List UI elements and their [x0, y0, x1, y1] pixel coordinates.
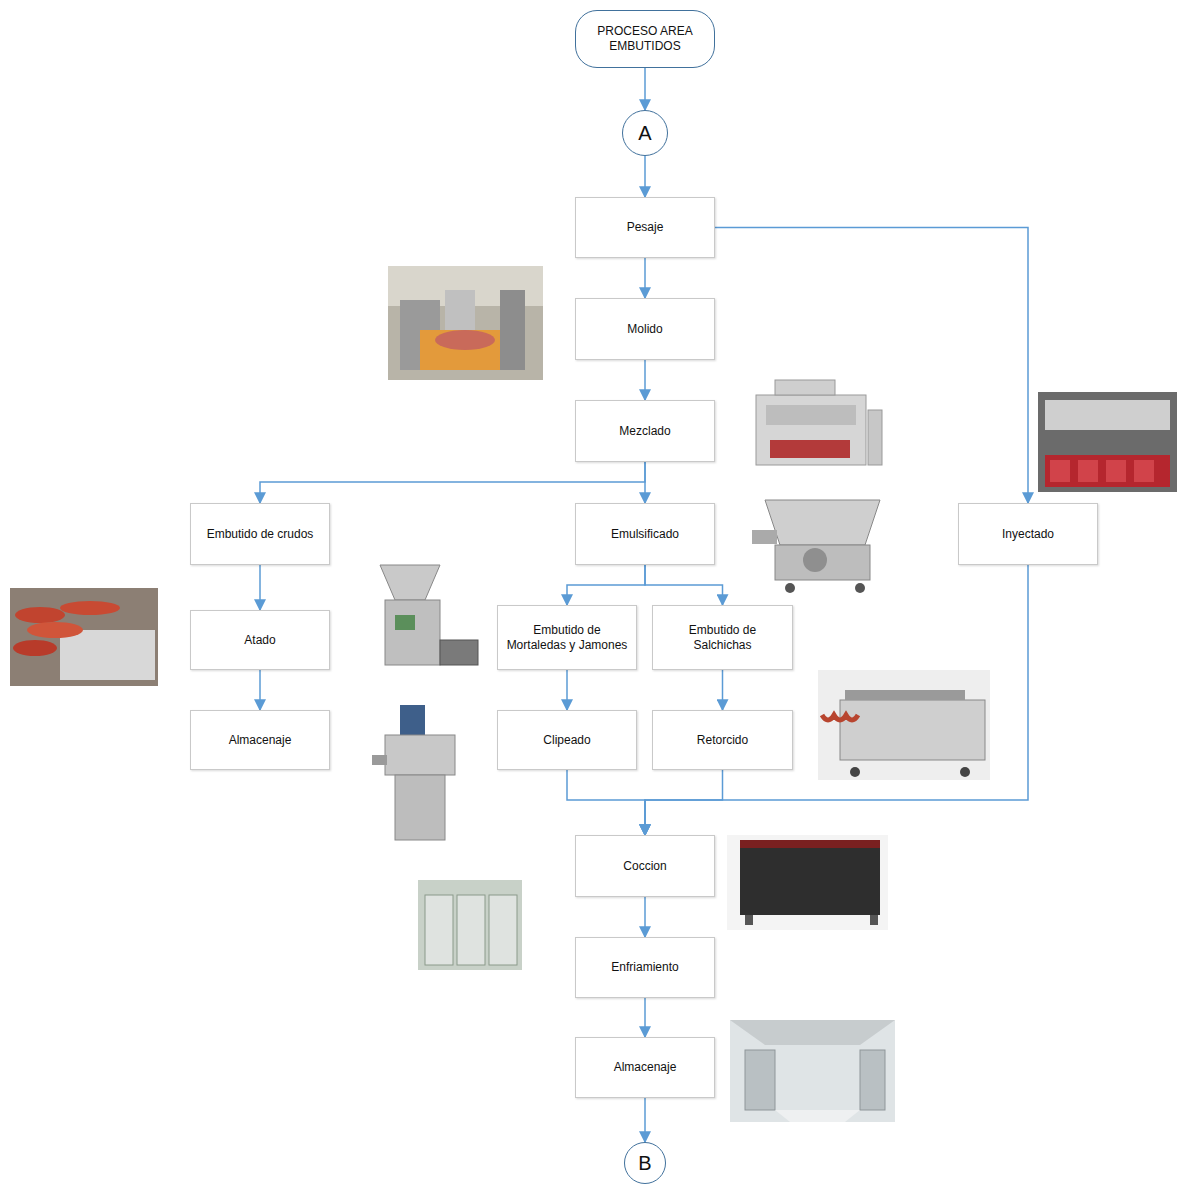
flow-arrow — [644, 462, 646, 503]
node-label: Clipeado — [543, 733, 590, 748]
flow-arrow — [644, 360, 646, 400]
tying-photo — [10, 588, 158, 686]
flow-arrow — [645, 565, 1028, 835]
flow-arrow — [644, 68, 646, 110]
process-box: Inyectado — [958, 503, 1098, 565]
node-label: Embutido de crudos — [207, 527, 314, 542]
flow-arrow — [645, 770, 723, 835]
stuffer-photo — [380, 565, 478, 665]
flow-arrow — [644, 1098, 646, 1142]
process-box: Embutido de Salchichas — [652, 605, 793, 670]
flow-arrow — [259, 670, 261, 710]
grinder-photo — [388, 266, 543, 380]
cold-room-photo — [730, 1020, 895, 1122]
process-box: Embutido de Mortaledas y Jamones — [497, 605, 637, 670]
node-label: Molido — [627, 322, 662, 337]
start-terminal: PROCESO AREA EMBUTIDOS — [575, 10, 715, 68]
injector-photo — [1038, 392, 1177, 492]
mixer-photo — [756, 380, 882, 465]
node-label: Almacenaje — [614, 1060, 677, 1075]
flow-arrow — [259, 565, 261, 610]
process-box: Embutido de crudos — [190, 503, 330, 565]
smokehouse-photo — [418, 880, 522, 970]
process-box: Mezclado — [575, 400, 715, 462]
process-box: Coccion — [575, 835, 715, 897]
flow-arrow — [567, 770, 645, 835]
flow-arrow — [644, 897, 646, 937]
flow-arrow — [645, 565, 723, 605]
process-box: Clipeado — [497, 710, 637, 770]
node-label: Enfriamiento — [611, 960, 678, 975]
flow-arrow — [644, 156, 646, 197]
process-box: Almacenaje — [575, 1037, 715, 1098]
connector-circle: B — [624, 1142, 666, 1184]
process-box: Enfriamiento — [575, 937, 715, 998]
clipper-photo — [372, 705, 455, 840]
flow-arrow — [566, 670, 568, 710]
flow-arrow — [567, 565, 645, 605]
process-box: Retorcido — [652, 710, 793, 770]
node-label: Pesaje — [627, 220, 664, 235]
process-box: Molido — [575, 298, 715, 360]
node-label: Coccion — [623, 859, 666, 874]
node-label: Emulsificado — [611, 527, 679, 542]
flow-arrow — [722, 670, 724, 710]
flow-arrow — [644, 258, 646, 298]
node-label: Inyectado — [1002, 527, 1054, 542]
node-label: B — [638, 1151, 651, 1176]
linker-photo — [818, 670, 990, 780]
process-box: Emulsificado — [575, 503, 715, 565]
flow-arrow — [715, 228, 1028, 504]
process-box: Pesaje — [575, 197, 715, 258]
cooking-tank-photo — [727, 835, 888, 930]
node-label: Atado — [244, 633, 275, 648]
connector-circle: A — [622, 110, 668, 156]
node-label: Embutido de Salchichas — [659, 623, 786, 653]
emulsifier-photo — [752, 500, 880, 593]
node-label: Mezclado — [619, 424, 670, 439]
flow-arrow — [260, 462, 645, 503]
flow-arrow — [644, 998, 646, 1037]
process-box: Atado — [190, 610, 330, 670]
node-label: Embutido de Mortaledas y Jamones — [504, 623, 630, 653]
node-label: A — [638, 121, 651, 146]
node-label: Retorcido — [697, 733, 748, 748]
process-box: Almacenaje — [190, 710, 330, 770]
node-label: Almacenaje — [229, 733, 292, 748]
node-label: PROCESO AREA EMBUTIDOS — [582, 24, 708, 54]
